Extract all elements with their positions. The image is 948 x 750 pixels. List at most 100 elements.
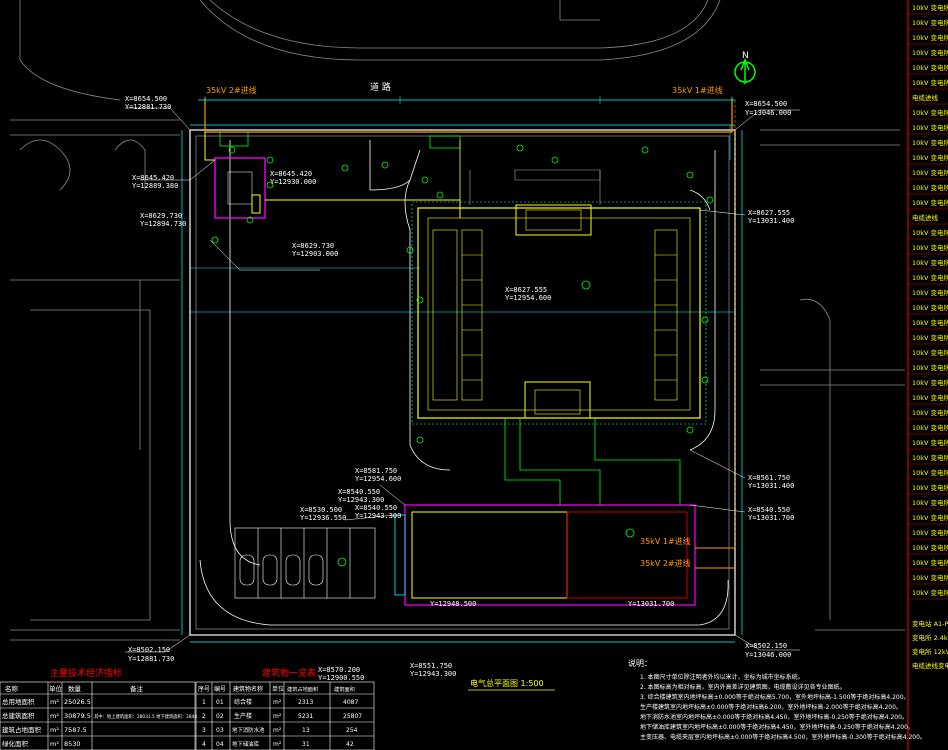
bldg-r3-c1: 04	[216, 741, 224, 748]
coord-main-x: X=8627.555	[505, 286, 547, 294]
coord-tr-x: X=8654.500	[745, 100, 787, 108]
coord-bl-y: Y=12881.730	[128, 655, 174, 663]
coord-m1-x: X=8581.750	[355, 467, 397, 475]
side-legend-item: 10kV 变电所	[912, 153, 948, 162]
notes-title: 说明：	[628, 658, 652, 668]
coord-tl-x: X=8654.500	[125, 95, 167, 103]
coord-main-y: Y=12954.600	[505, 294, 551, 302]
side-legend-item: 10kV 变电所	[912, 363, 948, 372]
side-legend-item: 10kV 变电所	[912, 273, 948, 282]
bldg-r1-c4: 5231	[298, 713, 313, 720]
coord-c1-y: Y=12903.000	[292, 250, 338, 258]
side-legend-item: 10kV 变电所	[912, 393, 948, 402]
coord-tr-y: Y=13046.000	[745, 109, 791, 117]
bldg-r2-c2: 地下消防水池	[232, 726, 265, 734]
tech-r1-c3: 其中：地上建筑面积：28031.5 地下建筑面积：2848	[94, 713, 197, 720]
bottom-building	[394, 504, 696, 606]
bldg-r0-c3: m²	[273, 699, 282, 706]
bldg-r1-c5: 25807	[343, 713, 362, 720]
cable-top-right-label: 35kV 1#进线	[672, 85, 723, 95]
side-legend-item: 10kV 变电所	[912, 108, 948, 117]
coord-m4-x: X=8540.550	[355, 504, 397, 512]
north-arrow: N	[734, 51, 756, 84]
side-legend-item: 10kV 变电所	[912, 528, 948, 537]
tech-h-3: 备注	[130, 684, 144, 693]
side-legend-item: 10kV 变电所	[912, 228, 948, 237]
bldg-r1-c2: 生产楼	[234, 712, 252, 720]
side-legend-item: 10kV 变电所	[912, 318, 948, 327]
context-lines	[10, 0, 905, 641]
tech-r0-c0: 总用地面积	[2, 697, 35, 706]
side-legend: 10kV 变电所 10kV 变电所 10kV 变电所 10kV 变电所 10kV 变电所…	[907, 0, 948, 750]
cable-routes	[204, 98, 736, 569]
side-legend-footer: 电缆进线变电所	[912, 661, 948, 670]
tech-r1-c2: 30879.5	[64, 712, 91, 720]
side-legend-item: 10kV 变电所	[912, 453, 948, 462]
coord-br-y: Y=13046.000	[745, 651, 791, 659]
tech-r2-c1: m²	[50, 726, 59, 734]
tech-r3-c0: 绿化面积	[2, 739, 29, 748]
side-legend-footer: 变电所 12kV	[912, 647, 948, 656]
coord-m2-x: X=8540.550	[338, 488, 380, 496]
coord-b1-y: Y=12948.500	[430, 600, 476, 608]
bldg-r1-c3: m²	[273, 713, 282, 720]
cable-right-1-label: 35kV 1#进线	[640, 536, 691, 546]
cable-right-2-label: 35kV 2#进线	[640, 558, 691, 568]
side-legend-item: 10kV 变电所	[912, 3, 948, 12]
parking-bays	[234, 527, 376, 599]
coord-r1-y: Y=13031.400	[748, 217, 794, 225]
bldg-r0-c1: 01	[216, 699, 224, 706]
tech-table: 主要技术经济指标 名称 单位 数量 备注 总用地面积 m² 25026.5 总建…	[0, 667, 197, 750]
bldg-r2-c3: m²	[273, 727, 282, 734]
bldg-r1-c1: 02	[216, 713, 224, 720]
side-legend-item: 10kV 变电所	[912, 183, 948, 192]
notes-line-5: 地下储油库建筑室内地坪标高±0.000等于绝对标高4.450，室外地坪标高-0.…	[640, 723, 914, 731]
tech-r3-c1: m²	[50, 740, 59, 748]
coord-l2-y: Y=12894.730	[140, 220, 186, 228]
bldg-r3-c2: 地下储油库	[232, 740, 260, 748]
side-legend-item: 10kV 变电所	[912, 498, 948, 507]
side-legend-item: 10kV 变电所	[912, 378, 948, 387]
bldg-r0-c4: 2313	[298, 699, 313, 706]
side-legend-item: 10kV 变电所	[912, 123, 948, 132]
coord-c1-x: X=8629.730	[292, 242, 334, 250]
bldg-table-title: 建筑物一览表	[262, 667, 316, 679]
side-legend-item: 10kV 变电所	[912, 168, 948, 177]
coord-leaders	[125, 107, 800, 653]
bldg-h-0: 序号	[198, 685, 210, 693]
tech-r2-c0: 建筑占地面积	[2, 725, 42, 734]
side-legend-item: 10kV 变电所	[912, 588, 948, 597]
side-legend-item: 10kV 变电所	[912, 408, 948, 417]
plan-title-text: 电气总平面图 1:500	[470, 678, 544, 688]
bldg-r2-c5: 254	[346, 727, 358, 734]
coord-r3-x: X=8540.550	[748, 506, 790, 514]
side-legend-item: 10kV 变电所	[912, 63, 948, 72]
notes-line-3: 生产楼建筑室内地坪标高±0.000等于绝对标高6.200，室外地坪标高-2.00…	[640, 703, 902, 711]
side-legend-item: 10kV 变电所	[912, 333, 948, 342]
bldg-r3-c5: 42	[346, 741, 354, 748]
side-legend-item: 10kV 变电所	[912, 78, 948, 87]
coord-bl-x: X=8502.150	[128, 646, 170, 654]
plan-title: 电气总平面图 1:500	[468, 678, 555, 691]
tech-r0-c1: m²	[50, 698, 59, 706]
side-legend-item: 10kV 变电所	[912, 258, 948, 267]
coord-sub-x: X=8645.420	[270, 170, 312, 178]
coord-bt2-x: X=8551.750	[410, 662, 452, 670]
side-legend-footer: 变电所 2.4kV	[912, 633, 948, 642]
bldg-r3-c3: m²	[273, 741, 282, 748]
bldg-r3-c0: 4	[202, 741, 206, 748]
tech-r1-c1: m²	[50, 712, 59, 720]
side-legend-item: 10kV 变电所	[912, 18, 948, 27]
tech-r2-c2: 7587.5	[64, 726, 87, 734]
bldg-h-1: 编号	[214, 685, 226, 693]
side-legend-item: 10kV 变电所	[912, 468, 948, 477]
coord-r3-y: Y=13031.700	[748, 514, 794, 522]
design-notes: 说明： 1. 本图尺寸单位除注明者外均以米计，坐标为城市坐标系统。 2. 本图标…	[628, 658, 926, 741]
side-legend-item: 10kV 变电所	[912, 303, 948, 312]
notes-line-6: 主变压器、电缆夹层室内地坪标高±0.000等于绝对标高4.500，室外地坪标高-…	[640, 733, 926, 741]
coord-l1-x: X=8645.420	[132, 174, 174, 182]
tech-h-0: 名称	[5, 684, 19, 693]
coord-l1-y: Y=12889.380	[132, 182, 178, 190]
bldg-r1-c0: 2	[202, 713, 206, 720]
side-legend-item: 10kV 变电所	[912, 423, 948, 432]
